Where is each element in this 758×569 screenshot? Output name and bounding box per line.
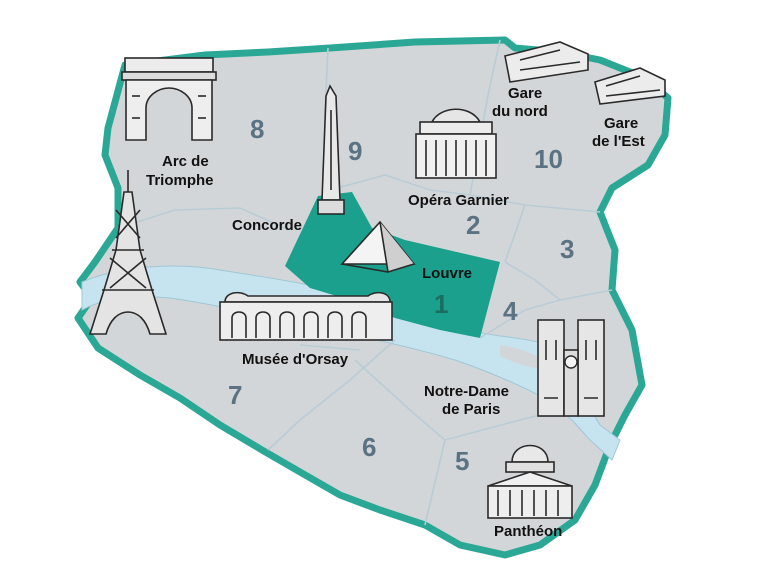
gare-de-l-est-label: de l'Est (592, 133, 645, 150)
louvre-label: Louvre (422, 265, 472, 282)
district-number: 8 (250, 114, 264, 144)
district-number: 5 (455, 446, 469, 476)
arc-de-triomphe-label: Arc de (162, 153, 209, 170)
concorde-label: Concorde (232, 217, 302, 234)
district-number: 9 (348, 136, 362, 166)
gare-de-l-est-label: Gare (604, 115, 638, 132)
district-number: 1 (434, 289, 448, 319)
district-number: 6 (362, 432, 376, 462)
eiffel-tower-icon (88, 170, 168, 335)
museum-icon (219, 291, 393, 341)
musee-d-orsay-label: Musée d'Orsay (242, 351, 349, 368)
district-number: 7 (228, 380, 242, 410)
district-number: 2 (466, 210, 480, 240)
pantheon-icon (487, 444, 573, 519)
arc-de-triomphe-label: Triomphe (146, 172, 214, 189)
opera-house-icon (415, 108, 497, 179)
obelisk-icon (317, 84, 345, 215)
district-number: 3 (560, 234, 574, 264)
notre-dame-label: de Paris (442, 401, 500, 418)
pyramid-icon (340, 220, 416, 274)
district-numbers: 8 9 10 2 3 1 4 7 6 5 (228, 114, 574, 476)
gare-du-nord-label: du nord (492, 103, 548, 120)
train-icon (504, 41, 589, 83)
gare-du-nord-label: Gare (508, 85, 542, 102)
opera-garnier-label: Opéra Garnier (408, 192, 509, 209)
district-number: 10 (534, 144, 563, 174)
train-icon (594, 67, 666, 105)
district-number: 4 (503, 296, 518, 326)
pantheon-label: Panthéon (494, 523, 562, 540)
arc-de-triomphe-icon (121, 57, 217, 141)
cathedral-icon (537, 319, 605, 417)
notre-dame-label: Notre-Dame (424, 383, 509, 400)
